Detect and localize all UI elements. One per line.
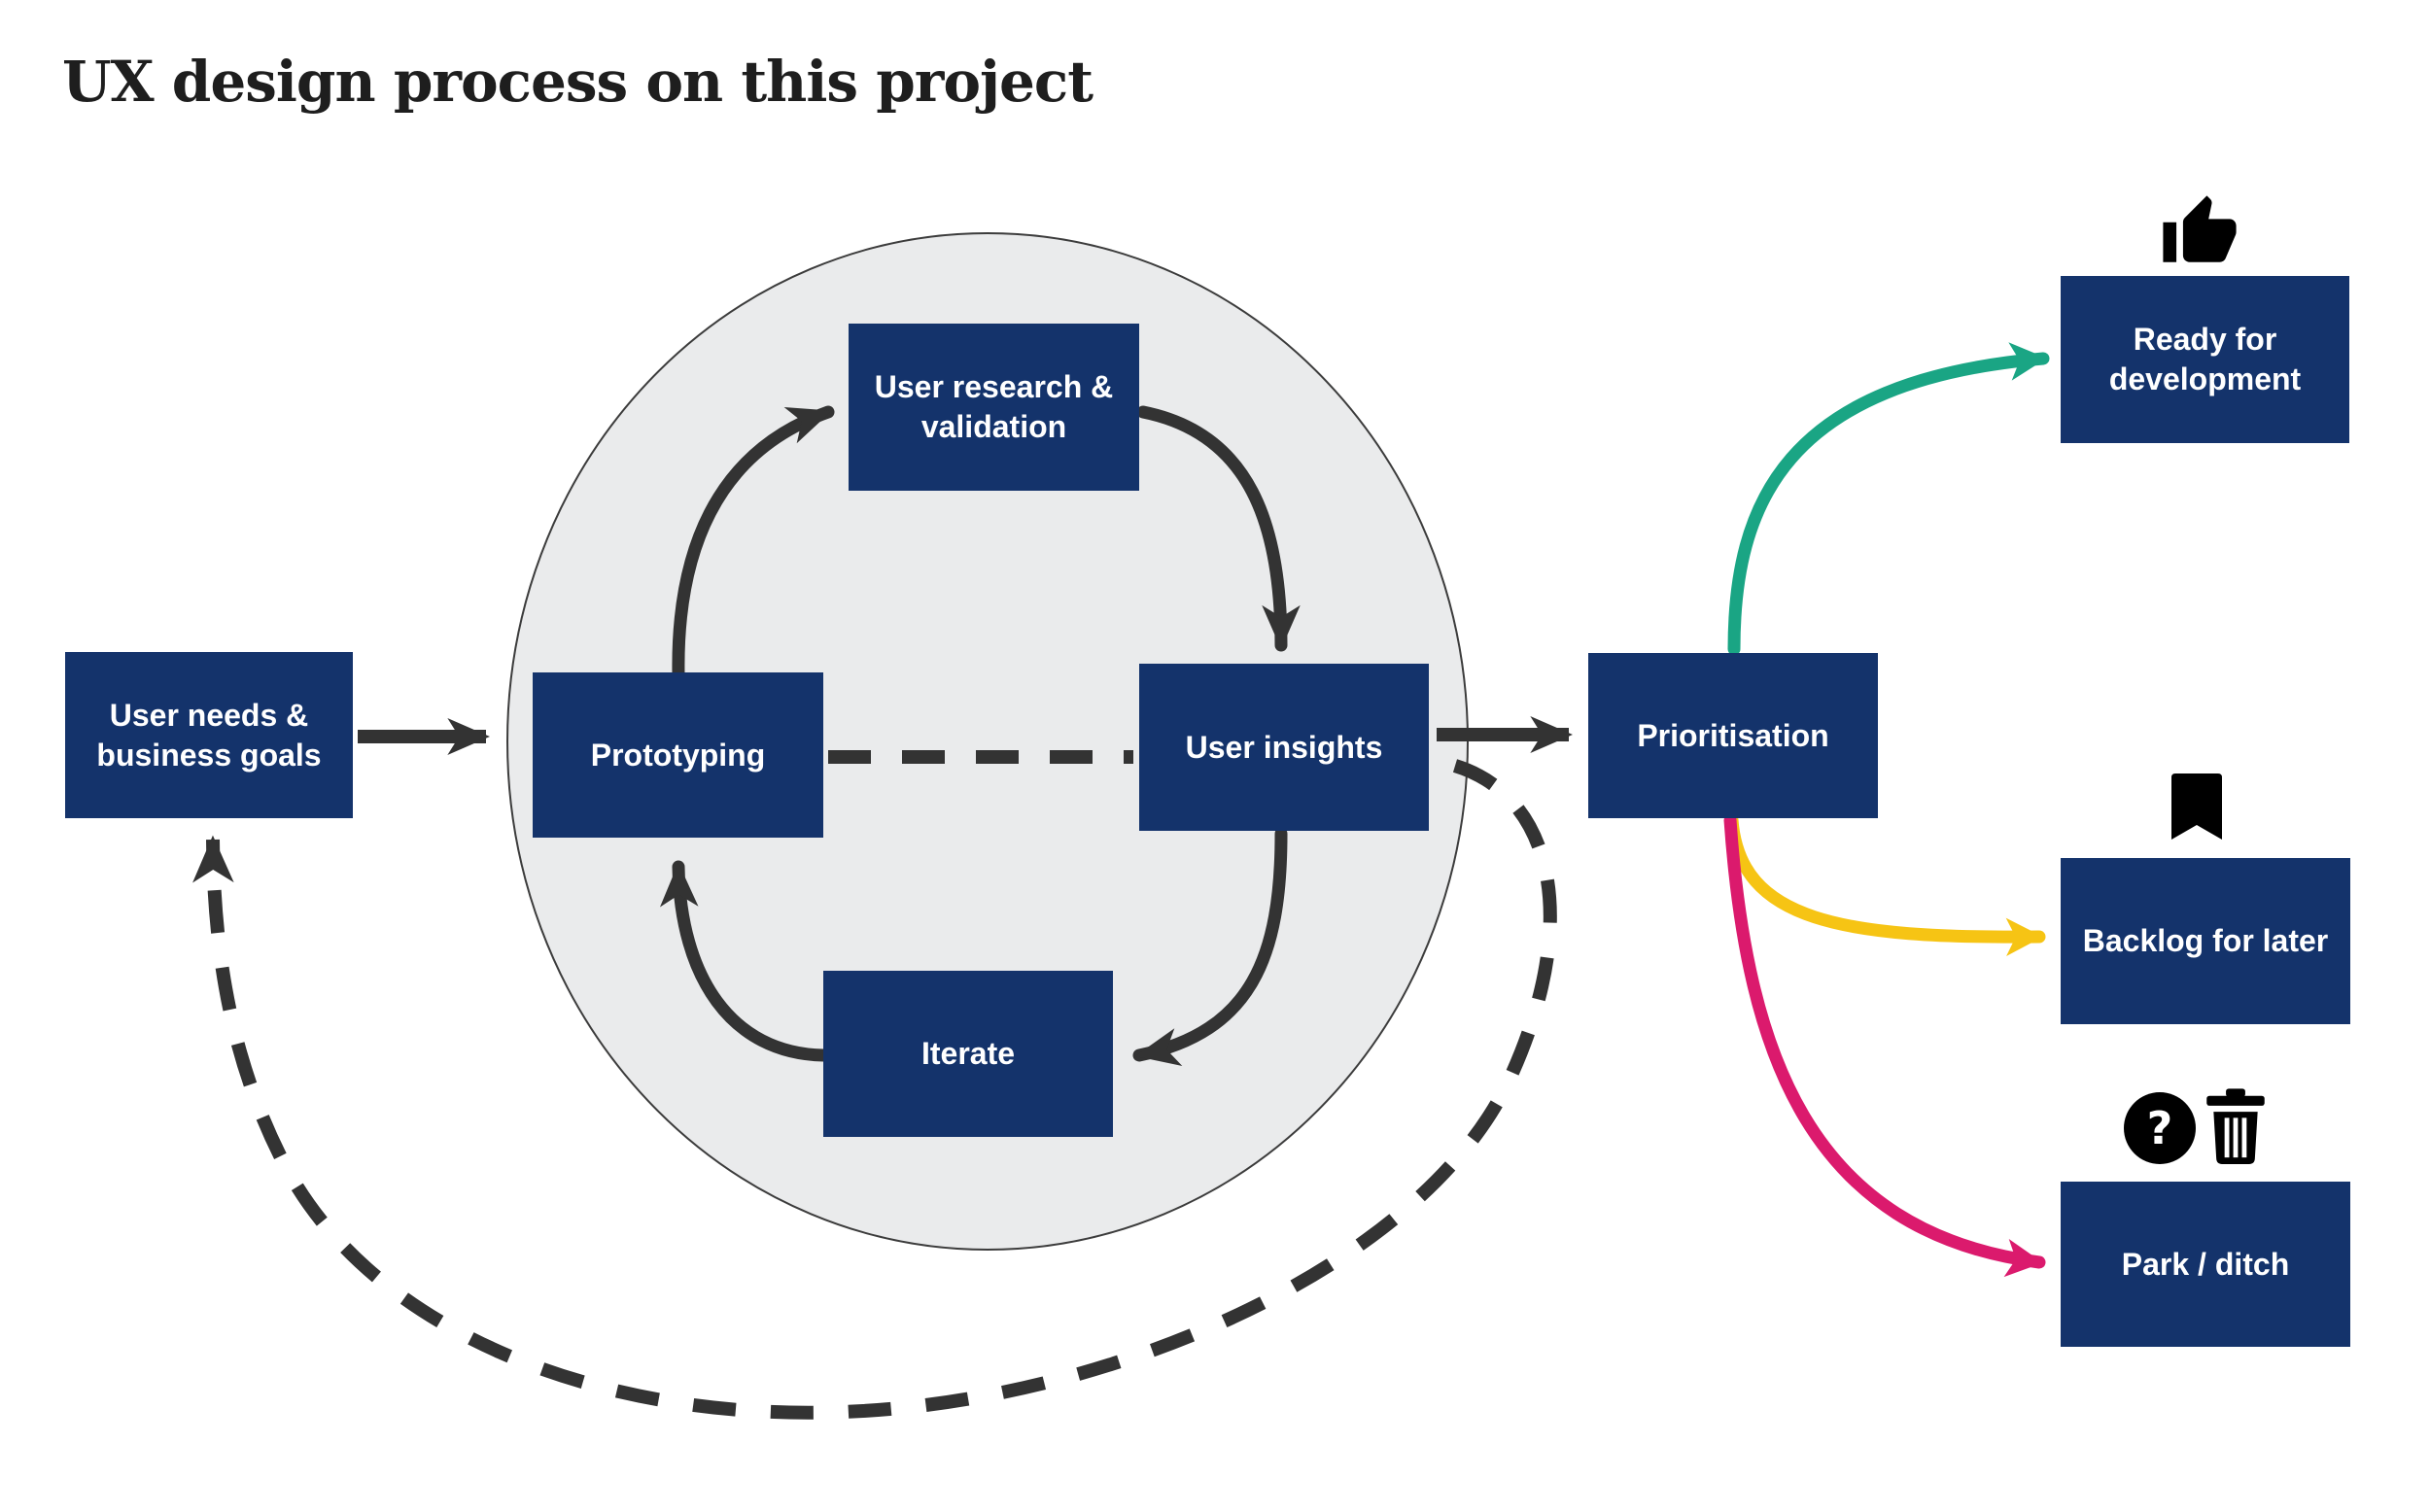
bookmark-icon xyxy=(2171,773,2222,840)
node-iterate: Iterate xyxy=(823,971,1113,1137)
edge-prioritisation-to-backlog xyxy=(1725,813,2046,957)
edge-prioritisation-to-park xyxy=(1723,813,2046,1278)
node-user-research: User research & validation xyxy=(849,324,1139,491)
edge-iterate-to-prototyping xyxy=(659,860,830,1062)
edge-feedback-loop-dashed xyxy=(192,759,1557,1420)
node-prioritisation-label: Prioritisation xyxy=(1637,717,1829,753)
node-user-insights: User insights xyxy=(1139,664,1429,831)
node-user-research-label: User research & validation xyxy=(874,369,1114,444)
node-backlog-for-later: Backlog for later xyxy=(2061,858,2350,1024)
page-title: UX design process on this project xyxy=(62,49,1094,115)
node-ready-label: Ready for development xyxy=(2108,322,2302,396)
thumbs-up-icon xyxy=(2160,192,2239,272)
node-iterate-label: Iterate xyxy=(920,1036,1016,1071)
edge-prioritisation-to-ready xyxy=(1727,342,2050,656)
node-prototyping-label: Prototyping xyxy=(590,737,766,773)
node-prototyping: Prototyping xyxy=(533,672,823,838)
edge-prototyping-to-user-research xyxy=(672,405,835,681)
node-ready-for-development: Ready for development xyxy=(2061,276,2349,443)
help-icon-glyph: ? xyxy=(2146,1102,2173,1154)
node-user-needs-label: User needs & business goals xyxy=(96,697,322,773)
node-backlog-label: Backlog for later xyxy=(2082,923,2329,958)
edge-user-insights-to-iterate xyxy=(1132,827,1288,1066)
trash-icon xyxy=(2203,1088,2269,1166)
node-prioritisation: Prioritisation xyxy=(1588,653,1878,818)
edge-user-research-to-user-insights xyxy=(1136,405,1301,652)
node-user-needs: User needs & business goals xyxy=(65,652,353,818)
node-park-ditch: Park / ditch xyxy=(2061,1182,2350,1347)
node-user-insights-label: User insights xyxy=(1185,729,1383,765)
node-park-label: Park / ditch xyxy=(2121,1246,2290,1282)
help-icon: ? xyxy=(2124,1092,2196,1164)
